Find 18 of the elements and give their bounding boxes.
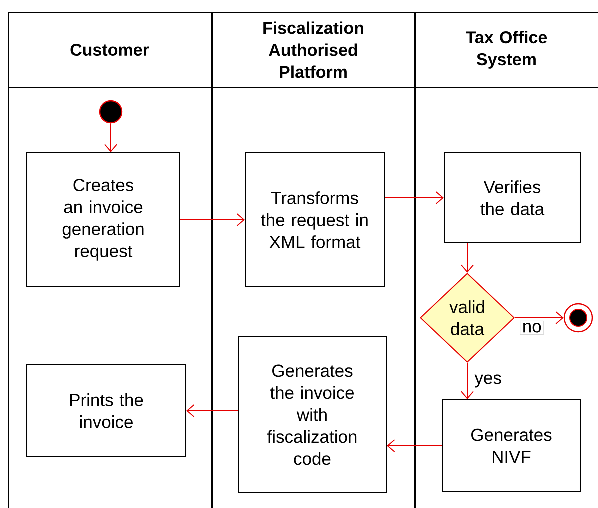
arrow	[180, 214, 245, 226]
action-box: Generates NIVF	[442, 400, 581, 492]
arrow	[461, 362, 474, 400]
edge-label: yes	[474, 374, 503, 389]
arrow	[387, 440, 442, 452]
action-box: Transforms the request in XML format	[245, 152, 385, 288]
arrow	[461, 243, 474, 273]
end-circle	[564, 303, 594, 333]
action-box: Prints the invoice	[26, 364, 186, 458]
action-box: Generates the invoice with fiscalization code	[238, 336, 387, 494]
arrow	[104, 123, 118, 152]
arrow	[384, 192, 444, 204]
action-box: Creates an invoice generation request	[26, 152, 180, 288]
edge-label: no	[520, 321, 544, 335]
action-box: Verifies the data	[444, 152, 581, 244]
start-circle	[99, 100, 123, 124]
arrow	[186, 404, 238, 418]
arrow	[514, 312, 564, 324]
